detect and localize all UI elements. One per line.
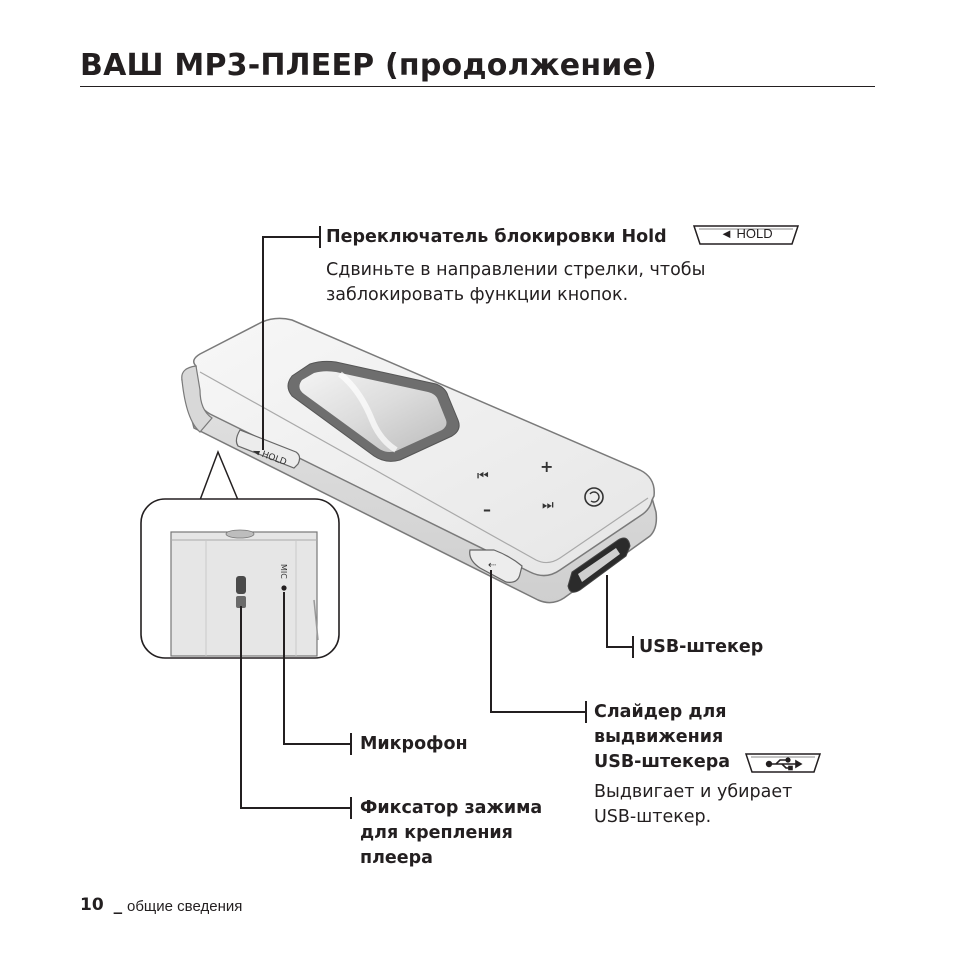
usb-slider-description: Выдвигает и убирает USB-штекер. — [594, 782, 793, 827]
player-touch-buttons: ⏮ + ⏭ – — [477, 457, 604, 519]
usb-slider-label-tick — [585, 701, 587, 723]
usb-plug-label: USB-штекер — [639, 637, 764, 657]
device-usb-plug — [567, 537, 631, 593]
hold-switch-description: Сдвиньте в направлении стрелки, чтобы за… — [326, 260, 706, 305]
prev-icon: ⏮ — [477, 469, 489, 484]
closeup-inset: MIC — [140, 498, 340, 659]
leader-lines — [240, 236, 632, 809]
microphone-label-tick — [350, 733, 352, 755]
hold-badge-text: ◄ HOLD — [720, 226, 773, 241]
usb-icon — [765, 757, 803, 771]
microphone-label: Микрофон — [360, 734, 468, 754]
clip-holder-label-line1: Фиксатор зажима — [360, 798, 543, 818]
footer-section: общие сведения — [127, 898, 243, 915]
clip-holder-label-line3: плеера — [360, 848, 433, 868]
player-screen — [287, 360, 460, 462]
page-number: 10 _ — [80, 895, 123, 915]
usb-plug-label-tick — [632, 636, 634, 658]
hold-switch-badge[interactable]: ◄ HOLD — [692, 224, 800, 246]
page-title: ВАШ MP3-ПЛЕЕР (продолжение) — [80, 48, 657, 83]
device-hold-switch: ◄ HOLD — [235, 429, 301, 469]
usb-slider-badge[interactable] — [744, 752, 822, 774]
usb-slider-label-line3: USB-штекера — [594, 752, 731, 772]
usb-slider-label-line1: Слайдер для — [594, 702, 727, 722]
minus-icon: – — [483, 500, 491, 519]
back-button-icon — [584, 487, 604, 507]
usb-slider-label-line2: выдвижения — [594, 727, 724, 747]
device-usb-slider: ⇠ — [469, 549, 523, 583]
svg-text:MIC: MIC — [279, 564, 288, 579]
hold-switch-label: Переключатель блокировки Hold — [326, 227, 667, 247]
title-underline — [80, 86, 875, 87]
plus-icon: + — [540, 457, 553, 476]
clip-holder-label-line2: для крепления — [360, 823, 513, 843]
clip-holder-label-tick — [350, 797, 352, 819]
next-icon: ⏭ — [542, 498, 554, 513]
svg-text:⇠: ⇠ — [488, 560, 497, 571]
hold-label-tick — [319, 226, 321, 248]
